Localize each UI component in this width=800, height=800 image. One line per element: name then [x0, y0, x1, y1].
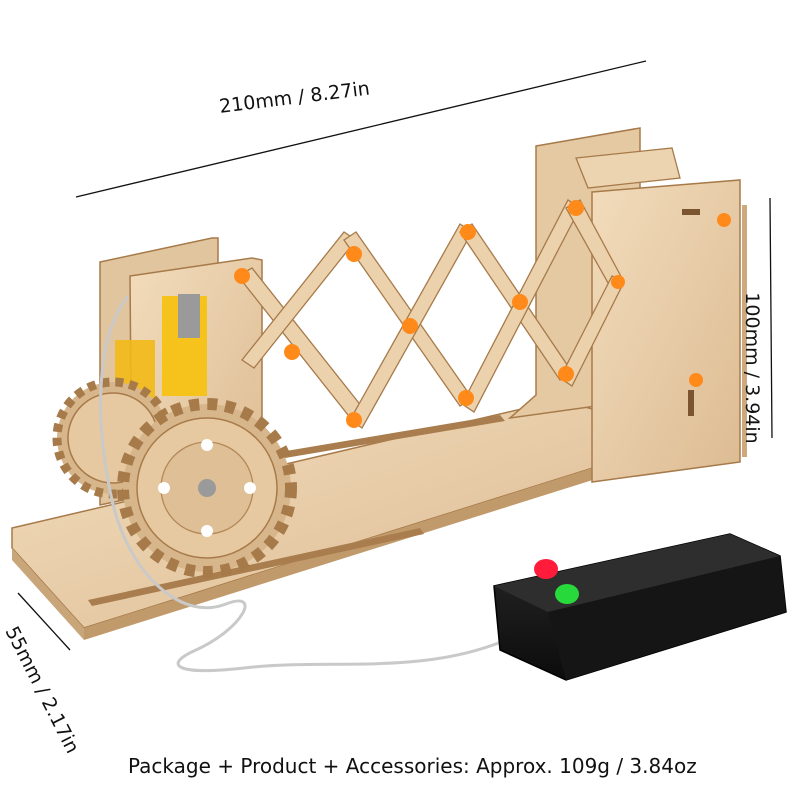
right-housing [507, 127, 747, 483]
peg [611, 275, 625, 289]
peg [717, 213, 731, 227]
peg [234, 268, 250, 284]
base-slot [280, 415, 505, 458]
peg-set [234, 200, 731, 428]
peg [346, 246, 362, 262]
battery-box [493, 533, 787, 681]
large-gear [117, 398, 297, 578]
peg [346, 412, 362, 428]
peg [568, 200, 584, 216]
peg [402, 318, 418, 334]
green-button[interactable] [555, 584, 579, 604]
peg [458, 390, 474, 406]
peg [512, 294, 528, 310]
axle [198, 479, 216, 497]
motor-shaft-housing [178, 294, 200, 338]
peg [284, 344, 300, 360]
base-board [11, 399, 651, 640]
peg [558, 366, 574, 382]
peg [460, 224, 476, 240]
depth-dimension-line [17, 592, 71, 651]
red-button[interactable] [534, 559, 558, 579]
peg [689, 373, 703, 387]
base-slot [88, 528, 424, 606]
power-wire [99, 295, 507, 673]
weight-caption: Package + Product + Accessories: Approx.… [128, 754, 697, 778]
height-dimension-label: 100mm / 3.94in [741, 292, 763, 444]
height-dimension-line [769, 197, 773, 439]
width-dimension-line [75, 60, 647, 198]
